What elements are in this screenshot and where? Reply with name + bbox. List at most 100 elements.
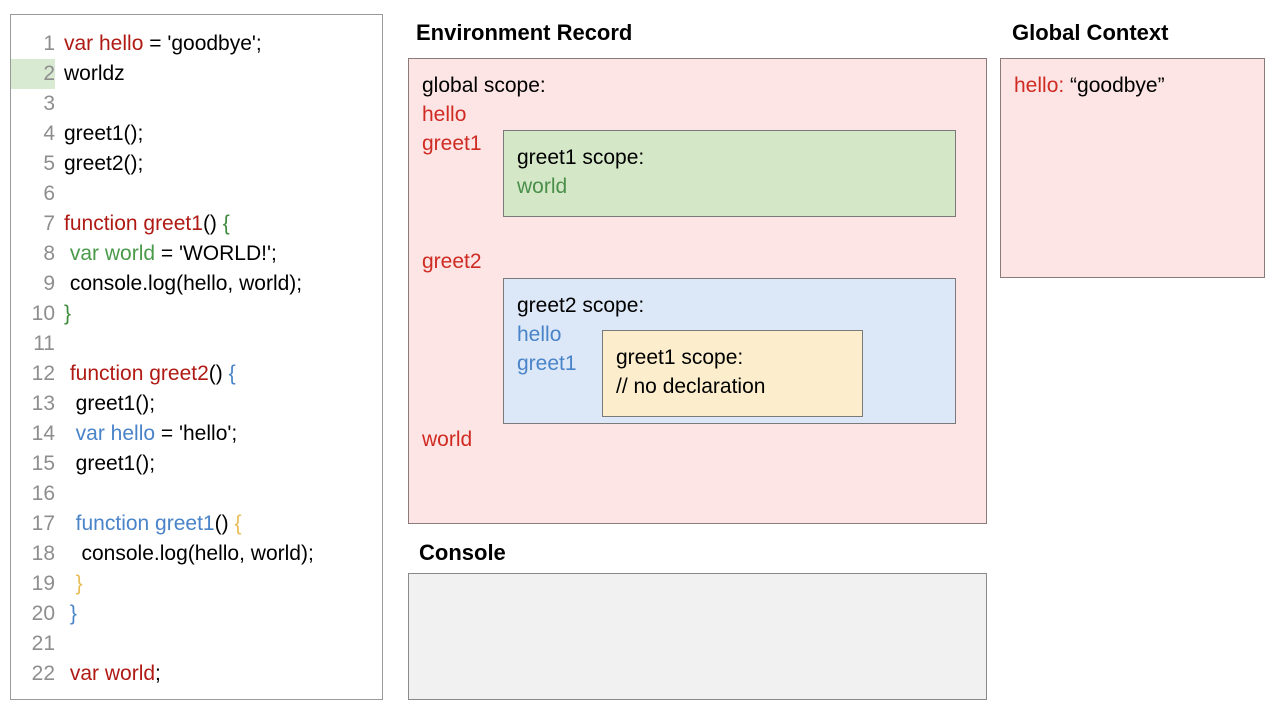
line-number: 19	[31, 572, 55, 595]
line-number: 17	[31, 512, 55, 535]
line-number: 22	[31, 662, 55, 685]
code-line[interactable]: 18 console.log(hello, world);	[11, 539, 382, 569]
code-line[interactable]: 3	[11, 89, 382, 119]
global-context-entry-value: “goodbye”	[1070, 74, 1165, 97]
code-line-text: var hello = 'hello';	[55, 419, 238, 449]
greet1-inner-scope-label: greet1 scope:	[616, 346, 744, 369]
code-line-text: worldz	[55, 59, 125, 89]
environment-record-title: Environment Record	[416, 20, 633, 45]
code-line[interactable]: 2 worldz	[11, 59, 382, 89]
line-number: 13	[31, 392, 55, 415]
code-line[interactable]: 15 greet1();	[11, 449, 382, 479]
line-number: 16	[31, 482, 55, 505]
code-token: function greet2	[69, 362, 209, 385]
code-token: {	[228, 362, 236, 385]
code-line-text: greet1();	[55, 449, 155, 479]
code-line-text: }	[55, 599, 77, 629]
code-line[interactable]: 16	[11, 479, 382, 509]
code-token: var world	[69, 662, 156, 685]
console-box[interactable]	[408, 573, 987, 700]
greet1-inner-scope-box: greet1 scope: // no declaration	[602, 330, 863, 417]
line-number: 15	[31, 452, 55, 475]
line-number: 7	[43, 212, 55, 235]
line-number: 2	[11, 59, 55, 89]
code-line-text: greet1();	[55, 389, 155, 419]
greet1-scope-box: greet1 scope: world	[503, 130, 956, 217]
code-line-text: function greet2() {	[55, 359, 236, 389]
code-token: greet1();	[64, 452, 156, 475]
code-token: worldz	[64, 62, 125, 85]
code-token: function greet1	[75, 512, 215, 535]
code-token: var hello	[75, 422, 156, 445]
code-line[interactable]: 22 var world;	[11, 659, 382, 689]
line-number: 11	[33, 332, 55, 355]
greet1-scope-var-world: world	[517, 175, 568, 198]
code-token: }	[64, 302, 72, 325]
line-number: 8	[43, 242, 55, 265]
code-token: }	[75, 572, 83, 595]
line-number: 6	[43, 182, 55, 205]
greet2-scope-var-hello: hello	[517, 323, 562, 346]
code-line-text: var world = 'WORLD!';	[55, 239, 277, 269]
env-var-world: world	[422, 428, 473, 451]
code-line[interactable]: 8 var world = 'WORLD!';	[11, 239, 382, 269]
code-token: = 'hello';	[155, 422, 238, 445]
env-var-greet1: greet1	[422, 132, 482, 155]
global-context-box: hello: “goodbye”	[1000, 58, 1265, 278]
code-line[interactable]: 14 var hello = 'hello';	[11, 419, 382, 449]
code-line-text: }	[55, 299, 71, 329]
greet1-inner-scope-comment: // no declaration	[616, 375, 766, 398]
code-line[interactable]: 9 console.log(hello, world);	[11, 269, 382, 299]
line-number: 18	[31, 542, 55, 565]
code-token: ()	[202, 212, 223, 235]
code-token	[64, 572, 76, 595]
code-token: greet1();	[64, 392, 156, 415]
line-number: 12	[31, 362, 55, 385]
line-number: 14	[31, 422, 55, 445]
code-token: console.log(hello, world);	[64, 272, 303, 295]
code-line[interactable]: 17 function greet1() {	[11, 509, 382, 539]
code-line[interactable]: 20 }	[11, 599, 382, 629]
line-number: 10	[31, 302, 55, 325]
line-number: 20	[31, 602, 55, 625]
code-token: ()	[214, 512, 235, 535]
environment-record-box: global scope: hello greet1 greet2 world …	[408, 58, 987, 524]
greet2-scope-label: greet2 scope:	[517, 294, 645, 317]
line-number: 21	[31, 632, 55, 655]
code-line-text: greet1();	[55, 119, 143, 149]
code-line[interactable]: 6	[11, 179, 382, 209]
code-line-text: function greet1() {	[55, 509, 242, 539]
code-line[interactable]: 12 function greet2() {	[11, 359, 382, 389]
global-context-entry: hello: “goodbye”	[1014, 74, 1165, 98]
line-number: 5	[43, 152, 55, 175]
env-var-greet2: greet2	[422, 250, 482, 273]
code-line[interactable]: 21	[11, 629, 382, 659]
code-token: = 'goodbye';	[143, 32, 262, 55]
code-token: }	[69, 602, 77, 625]
console-title: Console	[419, 540, 506, 565]
code-token: {	[222, 212, 230, 235]
global-context-title: Global Context	[1012, 20, 1169, 45]
code-line-text: }	[55, 569, 83, 599]
code-line[interactable]: 11	[11, 329, 382, 359]
greet1-scope-label: greet1 scope:	[517, 146, 645, 169]
code-token: ()	[208, 362, 229, 385]
line-number: 4	[43, 122, 55, 145]
code-line[interactable]: 10}	[11, 299, 382, 329]
line-number: 3	[43, 92, 55, 115]
code-token: {	[234, 512, 242, 535]
code-line[interactable]: 19 }	[11, 569, 382, 599]
code-token: function greet1	[64, 212, 203, 235]
code-token: ;	[155, 662, 161, 685]
code-line-text: console.log(hello, world);	[55, 269, 302, 299]
greet2-scope-var-greet1: greet1	[517, 352, 577, 375]
code-line-text: function greet1() {	[55, 209, 230, 239]
code-line[interactable]: 13 greet1();	[11, 389, 382, 419]
code-line-text: greet2();	[55, 149, 143, 179]
